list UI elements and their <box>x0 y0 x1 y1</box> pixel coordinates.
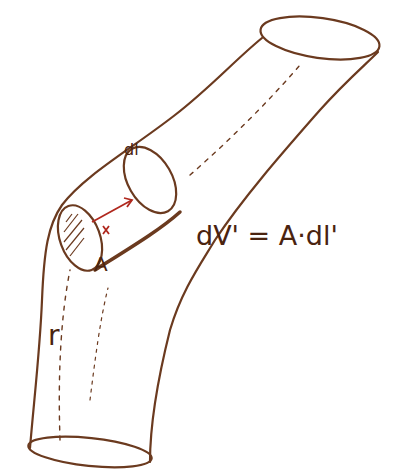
volume-formula: dV' = A·dl' <box>196 222 338 249</box>
tube-bottom-end <box>27 432 153 473</box>
tube-right-outline <box>150 52 378 462</box>
direction-arrow <box>92 198 132 234</box>
area-label: A <box>94 254 108 274</box>
tube-axis <box>90 288 108 400</box>
area-hatching <box>64 214 84 256</box>
length-label: dl <box>124 142 139 158</box>
cross-section-a <box>50 199 111 277</box>
tube-axis <box>59 270 70 440</box>
cross-section-b <box>113 138 187 222</box>
tube-top-end <box>258 10 382 66</box>
tube-axis <box>190 65 300 175</box>
segment-edge <box>95 212 180 270</box>
radius-label: r <box>48 322 60 350</box>
